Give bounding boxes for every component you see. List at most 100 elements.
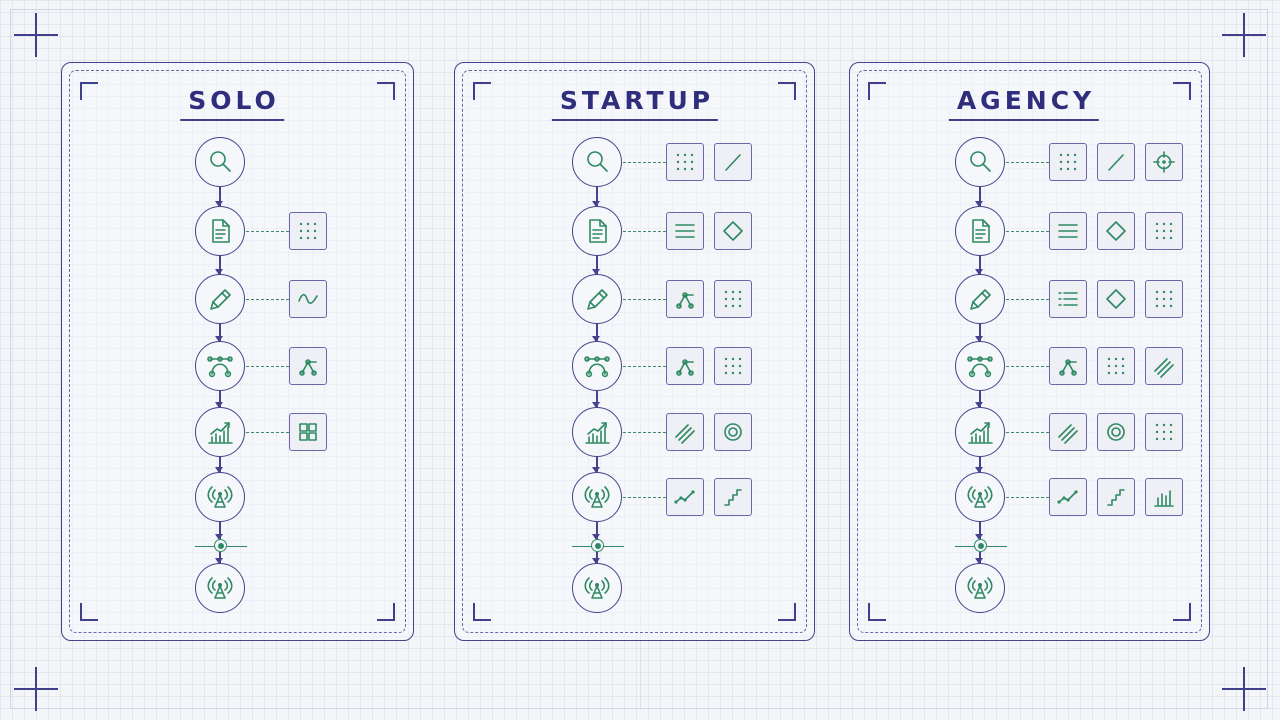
- module-tile[interactable]: [1049, 212, 1087, 250]
- stage-node[interactable]: [955, 341, 1005, 391]
- connector-line: [623, 231, 666, 232]
- connector-line: [1006, 231, 1049, 232]
- stage-node[interactable]: [955, 274, 1005, 324]
- module-tile[interactable]: [714, 478, 752, 516]
- junction-dot: [214, 539, 227, 552]
- flow-arrow: [216, 324, 223, 342]
- module-tile[interactable]: [289, 212, 327, 250]
- crosshair-mark-bottom-left: [14, 667, 58, 711]
- final-node[interactable]: [572, 563, 622, 613]
- module-tile[interactable]: [714, 212, 752, 250]
- module-tile[interactable]: [666, 212, 704, 250]
- module-tile[interactable]: [1097, 143, 1135, 181]
- flow-arrow: [216, 522, 223, 540]
- module-tile[interactable]: [666, 413, 704, 451]
- module-tile[interactable]: [1097, 413, 1135, 451]
- module-tile[interactable]: [1145, 478, 1183, 516]
- stage-node[interactable]: [955, 407, 1005, 457]
- canvas-frame: [10, 9, 1268, 709]
- corner-bracket: [868, 82, 886, 100]
- flow-arrow: [593, 324, 600, 342]
- connector-line: [246, 299, 289, 300]
- module-tile[interactable]: [714, 413, 752, 451]
- module-tile[interactable]: [714, 143, 752, 181]
- module-tile[interactable]: [289, 280, 327, 318]
- module-tile[interactable]: [1049, 478, 1087, 516]
- module-tile[interactable]: [1145, 143, 1183, 181]
- corner-bracket: [80, 603, 98, 621]
- stage-node[interactable]: [572, 407, 622, 457]
- module-tile[interactable]: [666, 478, 704, 516]
- stage-node[interactable]: [572, 341, 622, 391]
- corner-bracket: [1173, 82, 1191, 100]
- panel-inner-border: [69, 70, 406, 633]
- panel-inner-border: [857, 70, 1202, 633]
- stage-node[interactable]: [572, 274, 622, 324]
- corner-bracket: [473, 603, 491, 621]
- flow-arrow: [593, 391, 600, 408]
- stage-node[interactable]: [195, 472, 245, 522]
- corner-bracket: [778, 603, 796, 621]
- junction-node: [195, 539, 247, 552]
- stage-node[interactable]: [572, 206, 622, 256]
- corner-bracket: [778, 82, 796, 100]
- stage-node[interactable]: [955, 137, 1005, 187]
- module-tile[interactable]: [714, 280, 752, 318]
- panel-title: SOLO: [180, 87, 284, 121]
- panel-solo: SOLO: [61, 62, 414, 641]
- module-tile[interactable]: [1145, 347, 1183, 385]
- flow-arrow: [216, 187, 223, 207]
- stage-node[interactable]: [195, 206, 245, 256]
- stage-node[interactable]: [195, 407, 245, 457]
- flow-arrow: [976, 187, 983, 207]
- stage-node[interactable]: [195, 274, 245, 324]
- crosshair-mark-top-left: [14, 13, 58, 57]
- final-node[interactable]: [955, 563, 1005, 613]
- stage-node[interactable]: [572, 137, 622, 187]
- flow-arrow: [976, 256, 983, 275]
- corner-bracket: [868, 603, 886, 621]
- connector-line: [1006, 497, 1049, 498]
- flow-arrow: [216, 457, 223, 473]
- module-tile[interactable]: [1145, 413, 1183, 451]
- flow-arrow: [593, 457, 600, 473]
- junction-dot: [591, 539, 604, 552]
- flow-arrow: [593, 552, 600, 564]
- module-tile[interactable]: [289, 347, 327, 385]
- panel-title: STARTUP: [551, 87, 719, 121]
- corner-bracket: [473, 82, 491, 100]
- crosshair-mark-bottom-right: [1222, 667, 1266, 711]
- module-tile[interactable]: [1097, 280, 1135, 318]
- module-tile[interactable]: [1097, 478, 1135, 516]
- module-tile[interactable]: [1145, 280, 1183, 318]
- crosshair-mark-top-right: [1222, 13, 1266, 57]
- module-tile[interactable]: [1097, 212, 1135, 250]
- final-node[interactable]: [195, 563, 245, 613]
- module-tile[interactable]: [1049, 280, 1087, 318]
- module-tile[interactable]: [1145, 212, 1183, 250]
- flow-arrow: [976, 552, 983, 564]
- connector-line: [246, 231, 289, 232]
- module-tile[interactable]: [289, 413, 327, 451]
- module-tile[interactable]: [714, 347, 752, 385]
- stage-node[interactable]: [195, 137, 245, 187]
- module-tile[interactable]: [1049, 347, 1087, 385]
- module-tile[interactable]: [1097, 347, 1135, 385]
- stage-node[interactable]: [955, 472, 1005, 522]
- stage-node[interactable]: [572, 472, 622, 522]
- flow-arrow: [976, 522, 983, 540]
- connector-line: [623, 497, 666, 498]
- stage-node[interactable]: [195, 341, 245, 391]
- module-tile[interactable]: [666, 347, 704, 385]
- flow-arrow: [216, 391, 223, 408]
- module-tile[interactable]: [1049, 143, 1087, 181]
- stage-node[interactable]: [955, 206, 1005, 256]
- module-tile[interactable]: [1049, 413, 1087, 451]
- panel-inner-border: [462, 70, 807, 633]
- flow-arrow: [593, 256, 600, 275]
- panel-startup: STARTUP: [454, 62, 815, 641]
- module-tile[interactable]: [666, 143, 704, 181]
- connector-line: [1006, 299, 1049, 300]
- module-tile[interactable]: [666, 280, 704, 318]
- panel-agency: AGENCY: [849, 62, 1210, 641]
